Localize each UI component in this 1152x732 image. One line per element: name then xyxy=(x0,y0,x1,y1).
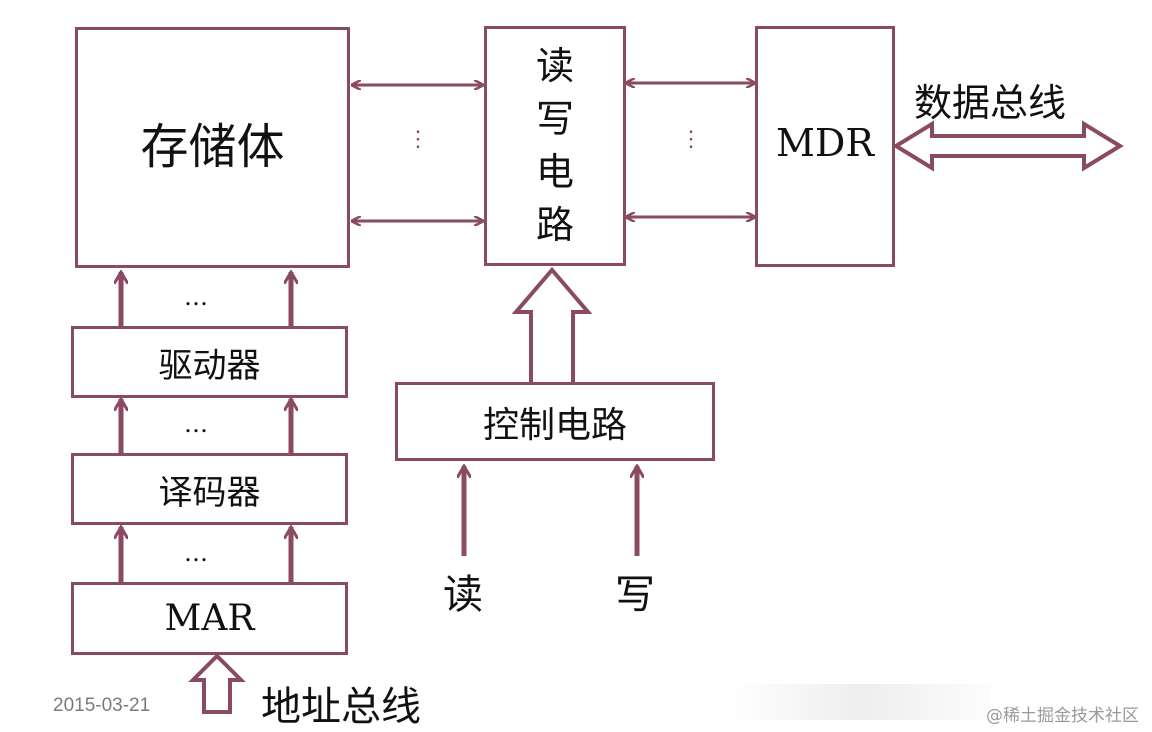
mar-block: MAR xyxy=(71,582,348,655)
ellipsis-rw-mdr: ⋮ xyxy=(680,127,702,152)
blur-overlay xyxy=(730,684,990,720)
control-to-rw-arrow xyxy=(511,266,593,383)
write-label: 写 xyxy=(615,572,655,618)
rw-char-2: 写 xyxy=(535,97,574,141)
driver-label: 驱动器 xyxy=(158,345,261,386)
slide-date: 2015-03-21 xyxy=(53,695,151,716)
rw-char-1: 读 xyxy=(535,44,574,88)
storage-block: 存储体 xyxy=(75,27,350,268)
read-label: 读 xyxy=(443,572,483,618)
rw-circuit-block: 读 写 电 路 xyxy=(484,26,626,266)
ellipsis-driver-storage: … xyxy=(184,283,212,311)
mdr-block: MDR xyxy=(755,26,895,267)
rw-char-4: 路 xyxy=(535,203,574,247)
decoder-block: 译码器 xyxy=(71,453,348,525)
mar-label: MAR xyxy=(164,598,255,639)
data-bus-label: 数据总线 xyxy=(914,81,1067,125)
driver-block: 驱动器 xyxy=(71,326,348,398)
control-circuit-label: 控制电路 xyxy=(482,404,627,446)
ellipsis-mar-decoder: … xyxy=(184,539,212,567)
ellipsis-storage-rw: ⋮ xyxy=(407,127,429,152)
address-bus-arrow xyxy=(188,653,246,714)
address-bus-label: 地址总线 xyxy=(261,684,421,730)
ellipsis-decoder-driver: … xyxy=(184,410,212,438)
decoder-label: 译码器 xyxy=(158,472,261,513)
watermark: @稀土掘金技术社区 xyxy=(986,706,1139,726)
rw-char-3: 电 xyxy=(535,150,574,194)
storage-label: 存储体 xyxy=(140,118,285,175)
mdr-label: MDR xyxy=(776,120,874,165)
data-bus-arrow xyxy=(892,120,1124,172)
control-circuit-block: 控制电路 xyxy=(395,382,715,461)
